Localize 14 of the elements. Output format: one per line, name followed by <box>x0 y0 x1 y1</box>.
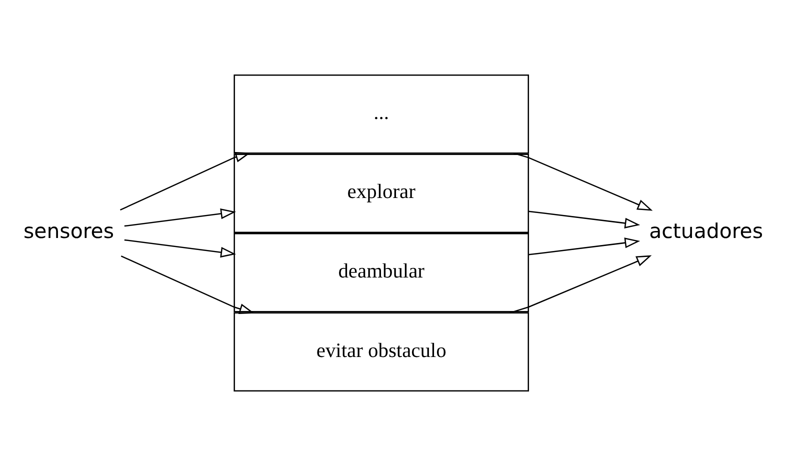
arrow <box>514 152 653 211</box>
arrow <box>120 152 251 211</box>
node-text: actuadores <box>649 218 764 243</box>
node-box: ... <box>234 74 530 154</box>
arrow <box>528 210 640 228</box>
arrow <box>124 239 236 258</box>
node-box: deambular <box>234 233 530 312</box>
arrow <box>124 208 236 227</box>
arrow <box>120 255 255 314</box>
arrow <box>510 255 652 314</box>
node-box: explorar <box>234 154 530 233</box>
node-text: sensores <box>24 218 114 243</box>
node-box: evitar obstaculo <box>234 312 530 392</box>
arrow <box>528 238 640 256</box>
